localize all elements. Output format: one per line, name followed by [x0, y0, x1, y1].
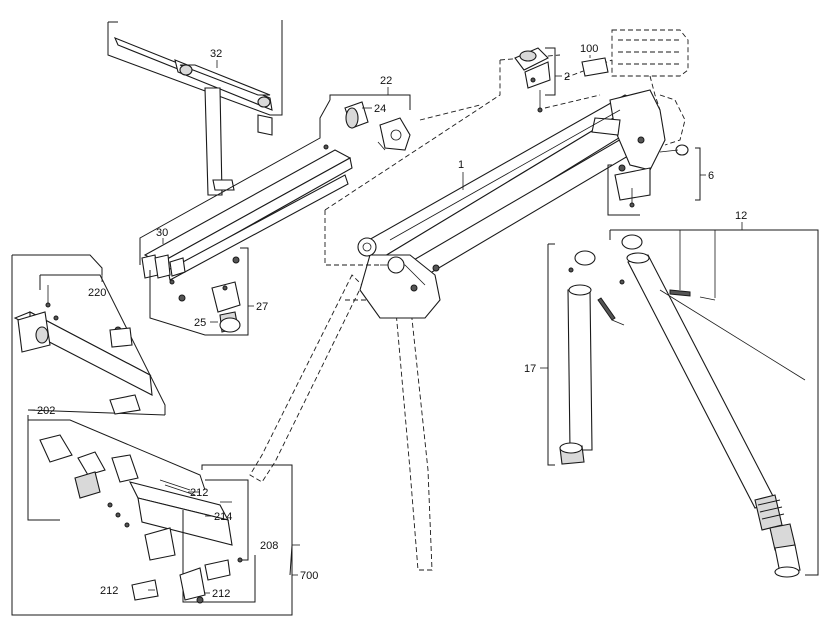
- callout-30: 30: [156, 227, 168, 239]
- callout-212-upper: 212: [190, 487, 208, 499]
- leader-lines: [28, 55, 743, 594]
- callout-12: 12: [735, 210, 747, 222]
- leg-12: [609, 229, 819, 578]
- assembly-6: [607, 144, 701, 216]
- callout-100: 100: [580, 43, 598, 55]
- callout-22: 22: [380, 75, 392, 87]
- phantom-legs: [249, 274, 433, 571]
- callout-202: 202: [37, 405, 55, 417]
- callout-6: 6: [708, 170, 714, 182]
- assembly-32: [107, 20, 283, 196]
- assembly-2: [514, 47, 556, 113]
- callout-25: 25: [194, 317, 206, 329]
- assembly-22: [323, 94, 411, 151]
- callout-700: 700: [300, 570, 318, 582]
- phantom-rail-top: [544, 29, 689, 146]
- callout-212-lower-left: 212: [100, 585, 118, 597]
- callout-32: 32: [210, 48, 222, 60]
- callout-2: 2: [564, 71, 570, 83]
- assembly-202-700: [11, 254, 293, 616]
- guide-lines: [324, 54, 561, 266]
- callout-labels: 1 2 6 12 17 22 24 25 27 30 32 100 202 20…: [37, 43, 747, 600]
- callout-208: 208: [260, 540, 278, 552]
- callout-212-lower-right: 212: [212, 588, 230, 600]
- main-frame: [357, 89, 666, 319]
- callout-1: 1: [458, 159, 464, 171]
- callout-24: 24: [374, 103, 386, 115]
- assembly-27: [149, 247, 249, 336]
- callout-220: 220: [88, 287, 106, 299]
- label-plate-100: [581, 57, 609, 77]
- callout-214: 214: [214, 511, 232, 523]
- leg-17: [547, 243, 625, 466]
- callout-27: 27: [256, 301, 268, 313]
- callout-17: 17: [524, 363, 536, 375]
- assembly-30: [139, 99, 353, 281]
